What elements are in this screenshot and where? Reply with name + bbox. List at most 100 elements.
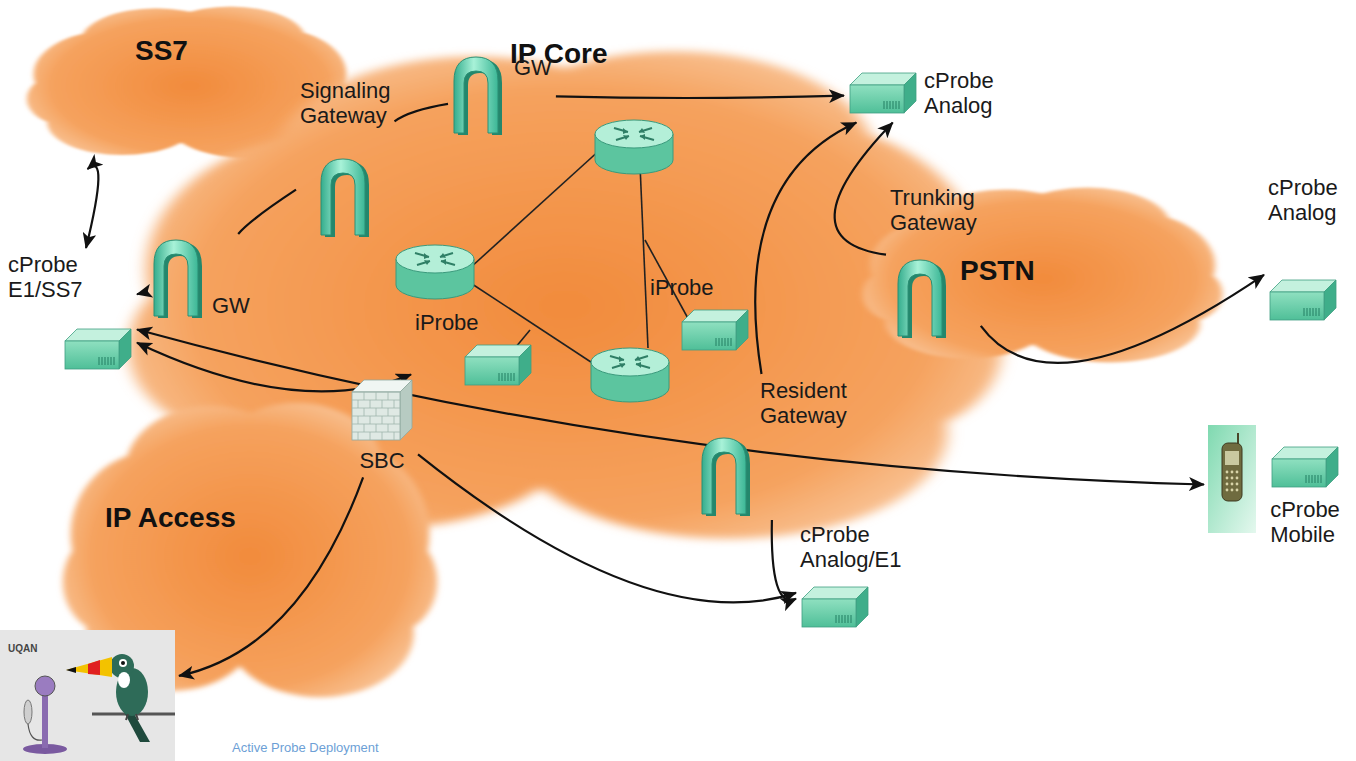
gateway-node: Signaling Gateway [300, 78, 391, 237]
probe-node: cProbe E1/SS7 [8, 252, 133, 371]
gateway-icon-part [154, 240, 198, 316]
mobile-phone-icon-part [1231, 483, 1234, 486]
firewall-icon-part [388, 424, 389, 432]
probe-node: iProbe [650, 275, 750, 352]
firewall-icon-part [364, 424, 365, 432]
node-label: cProbe Analog [924, 68, 994, 119]
probe-icon-part [844, 615, 845, 623]
mobile-phone-icon-part [1208, 425, 1256, 533]
firewall-icon-part [400, 380, 412, 440]
probe-node: cProbe Analog [1268, 175, 1338, 322]
probe-icon-part [724, 338, 725, 346]
router-icon [595, 120, 673, 174]
firewall-icon-part [394, 400, 395, 408]
node-label: SS7 [135, 35, 188, 67]
probe-node: iProbe [415, 310, 533, 387]
gateway-icon-part [454, 57, 498, 133]
probe-icon-part [107, 357, 108, 365]
probe-icon-part [1312, 308, 1313, 316]
firewall-icon-part [358, 416, 359, 424]
probe-icon-part [501, 373, 502, 381]
node-label: cProbe Mobile [1270, 497, 1340, 548]
logo-illustration-part [42, 692, 48, 748]
probe-icon-part [465, 357, 519, 385]
cloud-shape-part-part [27, 73, 109, 126]
probe-icon-part [1318, 308, 1319, 316]
probe-icon-part [104, 357, 105, 365]
firewall-icon-part [382, 432, 383, 440]
probe-icon-part [504, 373, 505, 381]
probe-icon [1270, 445, 1340, 489]
probe-icon-part [856, 587, 868, 627]
logo-illustration-part [124, 710, 150, 742]
logo-illustration-part [116, 668, 148, 716]
probe-icon [800, 585, 870, 629]
firewall-icon-part [352, 416, 400, 417]
mobile-phone-icon [1208, 425, 1256, 533]
gateway-icon [152, 238, 204, 318]
probe-icon-part [838, 615, 839, 623]
firewall-icon-part [364, 408, 365, 416]
node-label: cProbe Analog [1268, 175, 1338, 226]
node-label: IP Access [105, 502, 236, 534]
logo-illustration-part [24, 700, 32, 724]
probe-icon-part [1308, 475, 1309, 483]
firewall-icon-part [364, 392, 365, 400]
gateway-icon-part [702, 438, 746, 514]
router-icon [396, 245, 474, 299]
firewall-icon-part [376, 408, 377, 416]
probe-node: cProbe Analog [848, 68, 994, 119]
node-label: Trunking Gateway [890, 185, 977, 236]
probe-icon-part [98, 357, 99, 365]
firewall-icon-part [388, 408, 389, 416]
probe-icon-part [1305, 475, 1306, 483]
probe-icon [1268, 278, 1338, 322]
connector-arrow [137, 292, 148, 295]
caption-holder: Active Probe Deployment [232, 741, 379, 756]
probe-icon-part [119, 329, 131, 369]
probe-icon-part [1270, 292, 1324, 320]
probe-icon-part [1303, 308, 1304, 316]
probe-icon-part [507, 373, 508, 381]
logo-illustration-part [118, 672, 130, 688]
node-label: GW [514, 55, 552, 80]
firewall-icon-part [352, 432, 400, 433]
gateway-icon [319, 157, 371, 237]
cloud-shape-part-part [344, 531, 438, 633]
probe-icon-part [850, 615, 851, 623]
router-icon [591, 348, 669, 402]
firewall-icon-part [394, 432, 395, 440]
probe-icon-part [1315, 308, 1316, 316]
firewall-icon-part [370, 400, 371, 408]
probe-icon-part [736, 310, 748, 350]
firewall-icon-part [382, 416, 383, 424]
mobile-phone-icon-part [1226, 471, 1229, 474]
probe-icon-part [1272, 459, 1326, 487]
probe-icon-part [895, 101, 896, 109]
logo-illustration-part [35, 676, 55, 696]
logo-box: UQAN [0, 630, 175, 761]
mobile-phone-icon-part [1226, 477, 1229, 480]
gateway-icon [700, 436, 752, 516]
mobile-phone-icon-part [1226, 489, 1229, 492]
node-label: PSTN [960, 255, 1035, 287]
probe-icon [463, 343, 533, 387]
probe-icon-part [1306, 308, 1307, 316]
probe-icon-part [835, 615, 836, 623]
probe-icon-part [519, 345, 531, 385]
probe-node: cProbe Analog/E1 [800, 522, 902, 629]
probe-icon-part [1326, 447, 1338, 487]
gateway-icon [452, 55, 504, 135]
footer-note: Active Probe Deployment [232, 741, 379, 756]
probe-icon-part [904, 73, 916, 113]
probe-icon-part [850, 85, 904, 113]
firewall-icon-part [352, 392, 400, 440]
mobile-phone-icon-part [1222, 443, 1242, 501]
mobile-phone-icon-part [1231, 477, 1234, 480]
firewall-icon-part [388, 392, 389, 400]
firewall-node: SBC [350, 378, 414, 473]
probe-icon-part [65, 341, 119, 369]
probe-icon-part [510, 373, 511, 381]
